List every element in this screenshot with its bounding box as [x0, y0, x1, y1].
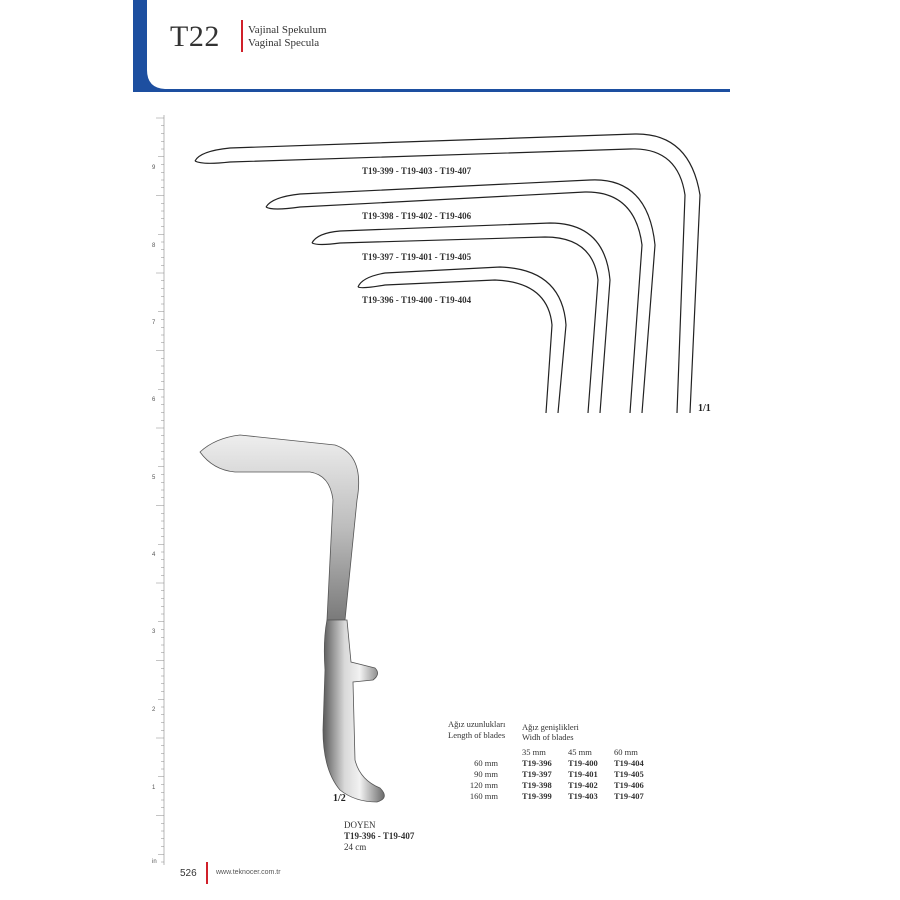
product-length: 24 cm [344, 842, 367, 852]
drawing-scale: 1/1 [698, 403, 711, 414]
ruler-ticks [156, 115, 165, 865]
width-header-tr: Ağız genişlikleri [522, 722, 579, 732]
header-rule [133, 89, 730, 92]
header-corner [133, 0, 193, 92]
table-cell: T19-399 [522, 791, 552, 801]
model-label-120: T19-398 - T19-402 - T19-406 [362, 211, 472, 221]
footer-separator [206, 862, 208, 884]
doyen-speculum-photo [199, 434, 385, 803]
speculum-outline-60 [357, 266, 567, 414]
table-row-length: 90 mm [474, 769, 498, 779]
ruler-number: 8 [152, 243, 156, 249]
speculum-outline-90-inner [311, 236, 599, 414]
table-row-length: 60 mm [474, 758, 498, 768]
model-label-60: T19-396 - T19-400 - T19-404 [362, 295, 472, 305]
photo-scale: 1/2 [333, 793, 346, 804]
speculum-outline-160 [194, 133, 701, 414]
table-cell: T19-400 [568, 758, 598, 768]
table-cell: T19-405 [614, 769, 644, 779]
speculum-outline-120 [265, 179, 656, 414]
table-cell: T19-402 [568, 780, 598, 790]
ruler-number: 7 [152, 320, 156, 326]
length-header-en: Length of blades [448, 730, 506, 740]
ruler-unit: in [152, 859, 157, 865]
website-url: www.teknocer.com.tr [216, 869, 281, 876]
title-english: Vaginal Specula [248, 37, 320, 49]
width-col-1: 35 mm [522, 747, 546, 757]
catalog-code: T22 [170, 20, 220, 53]
table-cell: T19-404 [614, 758, 644, 768]
model-label-160: T19-399 - T19-403 - T19-407 [362, 166, 472, 176]
speculum-outline-160-inner [194, 148, 686, 414]
ruler-number: 6 [152, 397, 156, 403]
product-name: DOYEN [344, 820, 376, 830]
model-label-90: T19-397 - T19-401 - T19-405 [362, 252, 472, 262]
ruler-number: 4 [152, 552, 156, 558]
table-cell: T19-407 [614, 791, 644, 801]
table-cell: T19-398 [522, 780, 552, 790]
width-header-en: Widh of blades [522, 732, 574, 742]
length-header-tr: Ağız uzunlukları [448, 719, 506, 729]
ruler-number: 3 [152, 629, 156, 635]
speculum-outline-60-inner [357, 279, 553, 414]
inch-ruler: 9 8 7 6 5 4 3 2 1 in [150, 115, 170, 865]
speculum-outline-90 [311, 222, 611, 414]
ruler-number: 5 [152, 475, 156, 481]
width-col-3: 60 mm [614, 747, 638, 757]
page-number: 526 [180, 868, 197, 879]
ruler-number: 2 [152, 707, 156, 713]
table-row-length: 160 mm [469, 791, 498, 801]
ruler-number: 9 [152, 165, 156, 171]
title-turkish: Vajinal Spekulum [248, 24, 327, 36]
product-codes: T19-396 - T19-407 [344, 831, 415, 841]
title-separator [241, 20, 243, 52]
table-cell: T19-406 [614, 780, 644, 790]
table-row-length: 120 mm [469, 780, 498, 790]
speculum-outline-120-inner [265, 191, 643, 414]
table-cell: T19-396 [522, 758, 552, 768]
table-cell: T19-397 [522, 769, 552, 779]
table-cell: T19-401 [568, 769, 598, 779]
width-col-2: 45 mm [568, 747, 592, 757]
ruler-number: 1 [152, 785, 156, 791]
specula-line-drawing [194, 133, 701, 414]
table-cell: T19-403 [568, 791, 598, 801]
